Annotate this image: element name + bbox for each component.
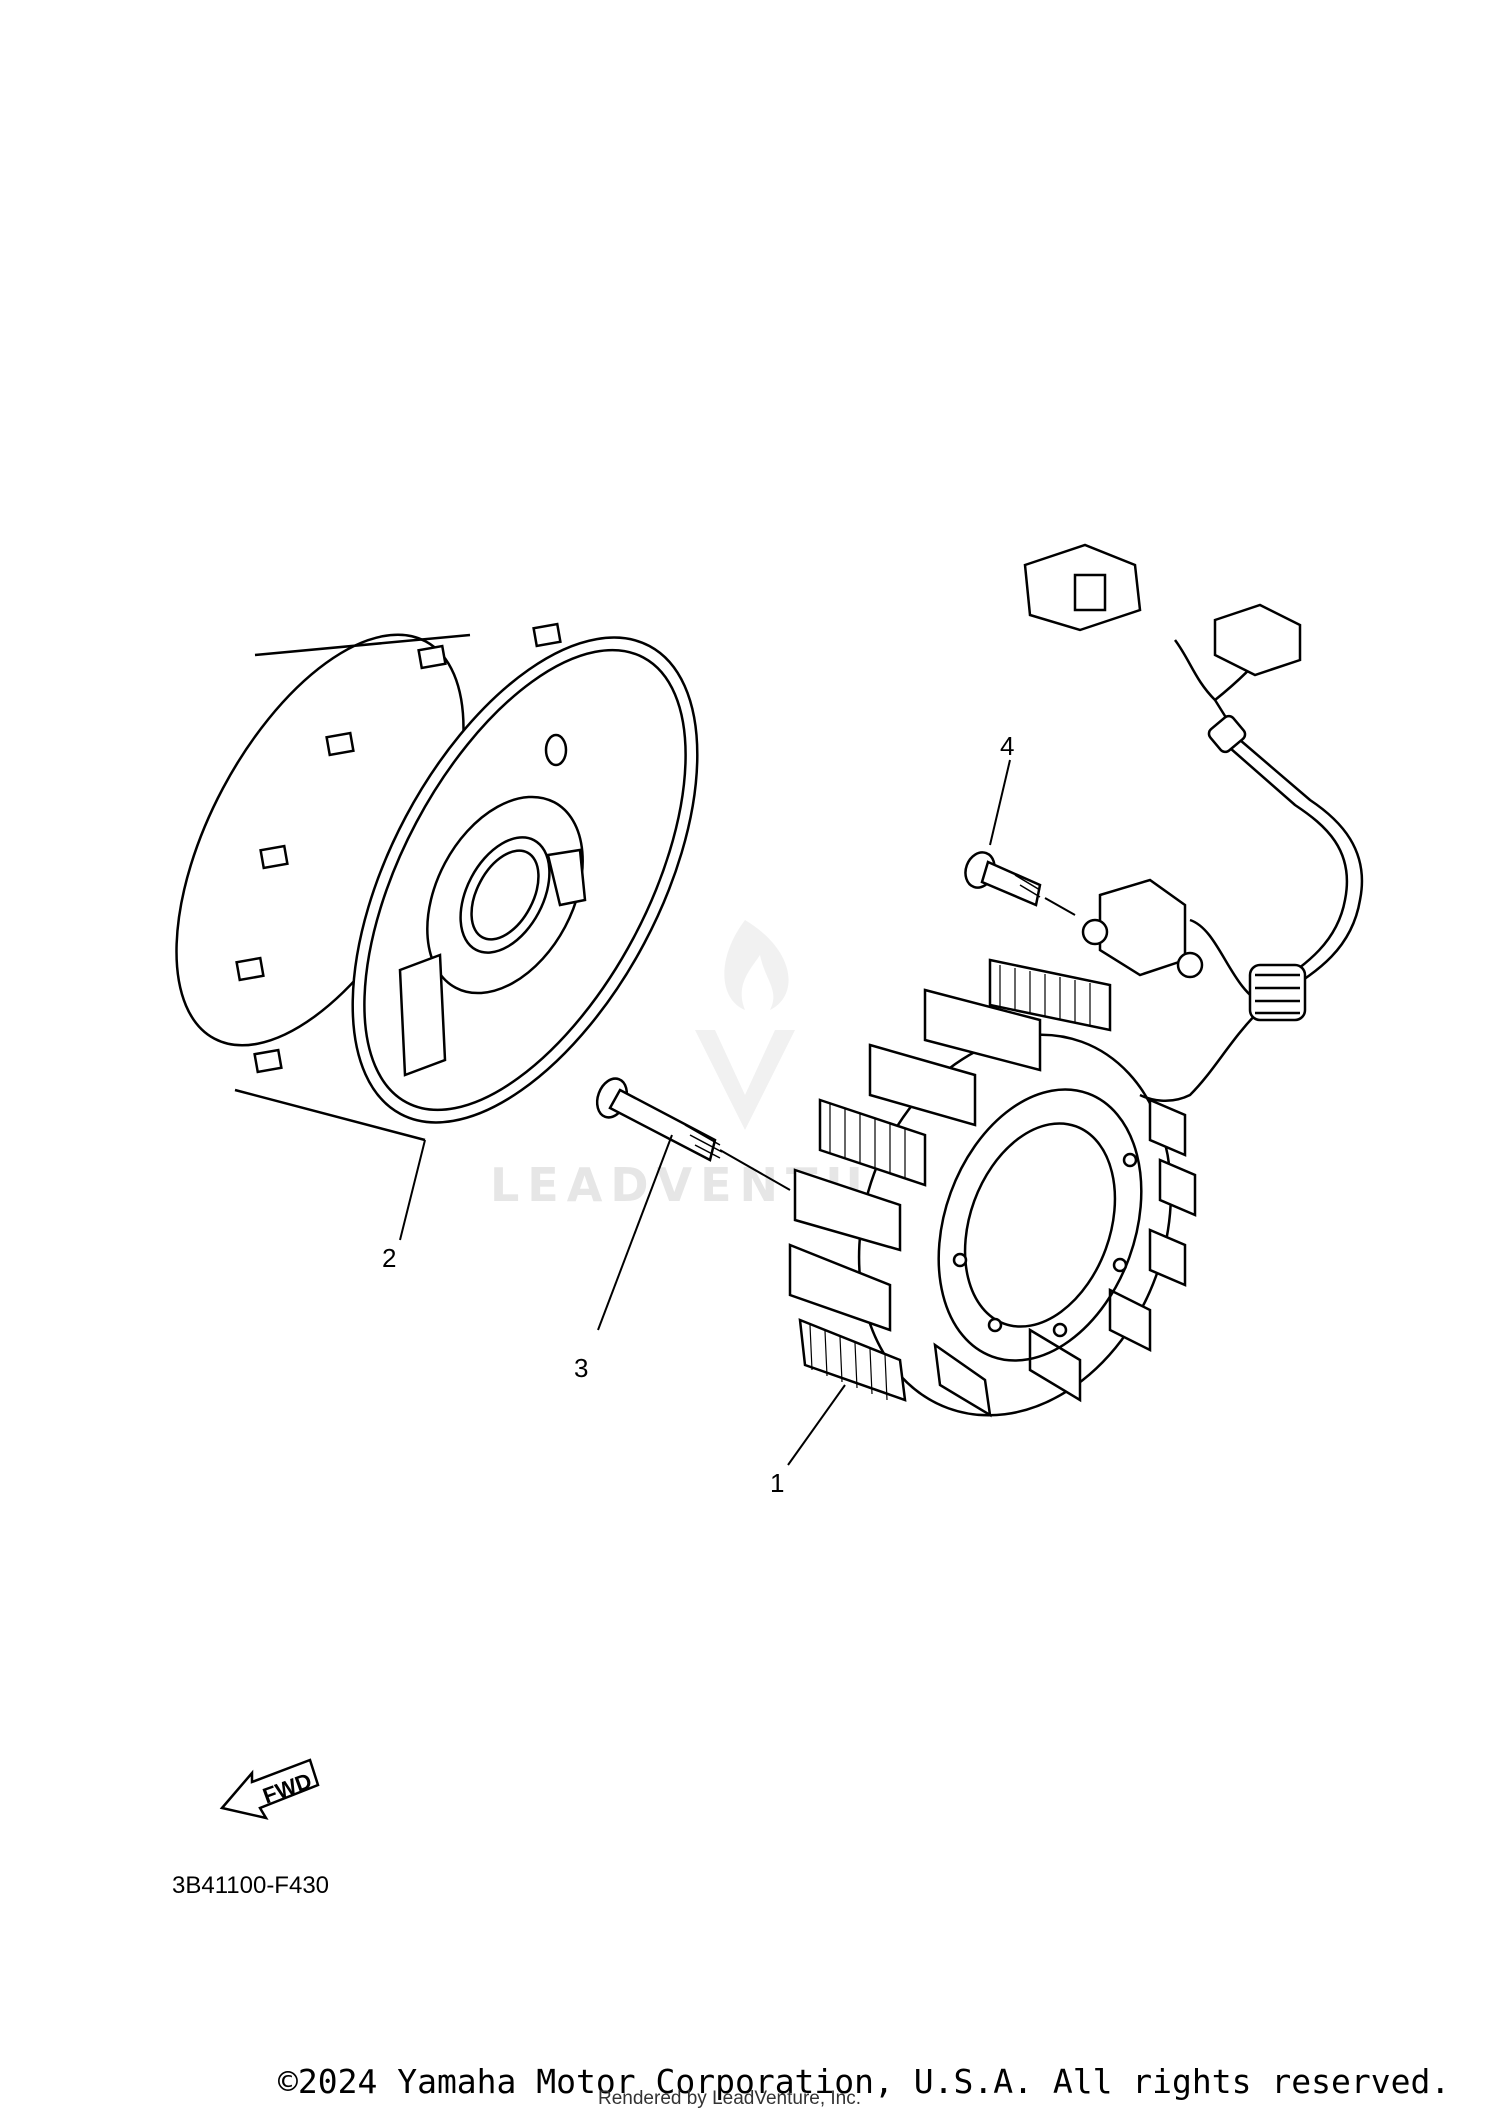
- stator-poles: [788, 958, 1197, 1418]
- fwd-arrow-icon: FWD: [219, 1758, 320, 1820]
- harness-connector-left: [1023, 543, 1142, 632]
- callout-4: 4: [1000, 731, 1015, 761]
- pickup-coil: [1081, 878, 1204, 979]
- leader-1: [787, 1384, 846, 1466]
- leader-3: [597, 1134, 673, 1331]
- leader-lines: [399, 759, 1011, 1466]
- callout-2: 2: [382, 1243, 397, 1273]
- leader-2: [399, 1139, 426, 1241]
- callout-3: 3: [574, 1353, 589, 1383]
- wire-harness: [1139, 639, 1364, 1102]
- lamination-lines: [809, 965, 1091, 1401]
- screw-short: [964, 851, 1076, 916]
- rendered-by-credit: Rendered by LeadVenture, Inc.: [598, 2088, 862, 2109]
- callout-1: 1: [770, 1468, 785, 1498]
- leader-4: [989, 759, 1011, 846]
- copyright-notice: ©2024 Yamaha Motor Corporation, U.S.A. A…: [278, 2062, 1451, 2101]
- flywheel-rotor: [175, 622, 699, 1142]
- fwd-label: FWD: [259, 1768, 315, 1809]
- figure-code: 3B41100-F430: [172, 1872, 330, 1899]
- harness-connector-right: [1213, 603, 1302, 677]
- watermark-logo: [695, 920, 795, 1130]
- stator-assembly: [719, 958, 1197, 1418]
- bolt-long: [595, 1077, 723, 1162]
